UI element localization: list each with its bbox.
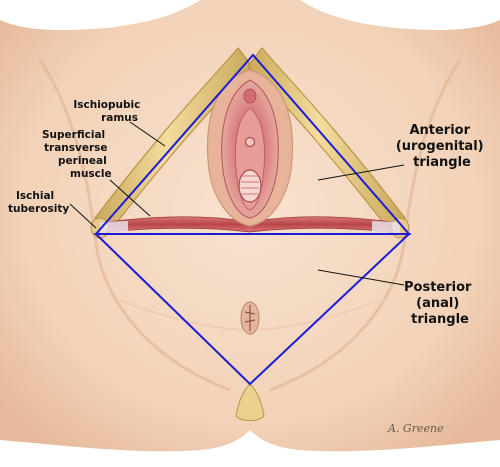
background-corner-right <box>300 0 500 30</box>
anal-folds <box>244 305 256 331</box>
vaginal-opening <box>238 169 262 203</box>
background-bottom <box>0 430 500 467</box>
leader-anterior-triangle <box>317 164 405 181</box>
clitoris <box>243 88 257 104</box>
artist-signature: A. Greene <box>387 422 444 435</box>
muscle-tendon-right <box>372 221 400 233</box>
vaginal-rugae <box>241 175 259 195</box>
posterior-anal-triangle-outline <box>93 233 412 386</box>
label-ischiopubic-ramus: Ischiopubic ramus <box>73 99 144 124</box>
label-superficial-transverse-perineal-muscle: Superficial transverse perineal muscle <box>42 129 112 180</box>
background-corner-left <box>0 0 200 30</box>
leader-transverse-perineal-muscle <box>109 179 151 217</box>
urethral-opening <box>244 136 256 148</box>
label-posterior-anal-triangle: Posterior (anal) triangle <box>404 280 476 327</box>
muscle-tendon-left <box>100 221 128 233</box>
coccyx <box>235 383 265 421</box>
leader-ischial-tuberosity <box>69 203 97 229</box>
label-anterior-urogenital-triangle: Anterior (urogenital) triangle <box>396 123 488 170</box>
label-ischial-tuberosity: Ischial tuberosity <box>8 190 69 215</box>
leader-ischiopubic-ramus <box>129 121 166 147</box>
leader-posterior-triangle <box>317 269 405 286</box>
